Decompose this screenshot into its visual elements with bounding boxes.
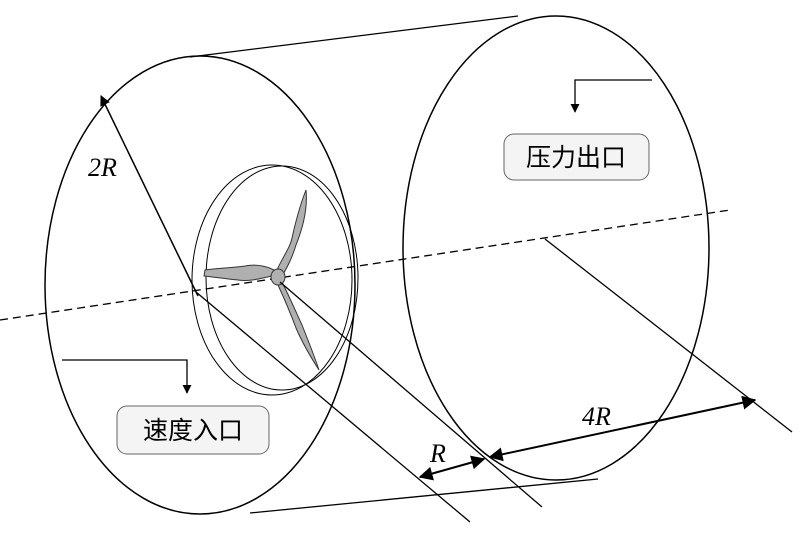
blade-up	[275, 189, 307, 277]
rotor-ring-inner	[205, 165, 359, 391]
downstream-distance-arrow	[488, 395, 757, 462]
label-r: R	[429, 439, 446, 468]
outlet-label-box	[503, 133, 650, 181]
inlet-label-box	[116, 405, 270, 455]
rotation-axis	[0, 209, 731, 321]
inlet-face	[44, 55, 356, 515]
extension-line-inlet	[195, 291, 471, 523]
label-2r: 2R	[88, 153, 117, 182]
blade-down	[277, 281, 320, 371]
wind-turbine-rotor	[203, 189, 320, 371]
upstream-distance-arrow	[418, 455, 486, 481]
rotor-ring-outer	[191, 164, 353, 396]
blade-left	[203, 264, 275, 281]
cylinder-top-edge	[189, 15, 519, 58]
inlet-leader	[62, 359, 192, 394]
inlet-label: 速度入口	[143, 416, 243, 445]
radius-arrow	[100, 95, 199, 297]
hub	[270, 268, 286, 286]
outlet-label: 压力出口	[526, 143, 626, 172]
extension-line-rotor	[279, 281, 543, 508]
outlet-face	[402, 15, 710, 481]
label-4r: 4R	[582, 402, 611, 431]
outlet-leader	[570, 79, 652, 113]
cylinder-bottom-edge	[249, 478, 599, 514]
